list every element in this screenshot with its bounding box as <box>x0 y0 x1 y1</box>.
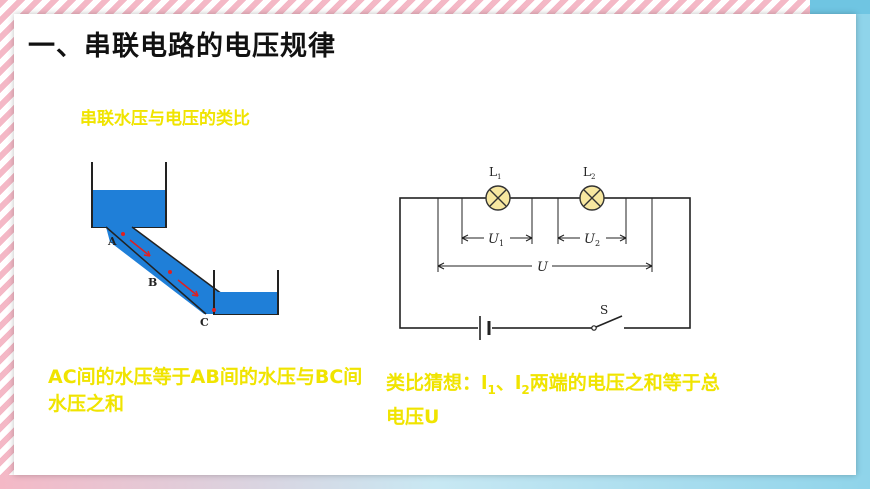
lamp-2-label: L <box>583 165 591 179</box>
label-c: C <box>200 316 209 329</box>
lamp-1-subscript: 1 <box>497 173 501 181</box>
lamp-1-label: L <box>489 165 497 179</box>
pipe-edge-lower <box>105 226 207 315</box>
lower-tank-water <box>215 292 277 314</box>
flow-arrow-1 <box>129 239 151 257</box>
water-analogy-caption: AC间的水压等于AB间的水压与BC间水压之和 <box>48 366 363 415</box>
label-b: B <box>148 276 157 289</box>
flow-arrow-1-head <box>143 250 151 257</box>
pipe-edge-upper <box>131 226 223 295</box>
point-b-dot <box>168 270 172 274</box>
point-a-dot <box>121 232 125 236</box>
flow-arrow-2 <box>177 279 199 297</box>
u1-arrowhead-right <box>525 234 533 242</box>
caption-prefix: 类比猜想：l <box>386 372 488 394</box>
left-stripe-decoration <box>0 0 14 489</box>
lamp-1-cross <box>489 189 507 207</box>
lamp-2-cross <box>583 189 601 207</box>
connecting-pipe <box>106 227 222 314</box>
u2-subscript: 2 <box>595 239 600 248</box>
caption-suffix: 两端的电压之和等于总电压U <box>386 372 720 428</box>
flow-arrow-2-head <box>191 290 199 297</box>
switch-pivot <box>591 325 597 331</box>
water-pressure-diagram: A B C <box>91 162 279 329</box>
u1-subscript: 1 <box>499 239 504 248</box>
caption-mid: 、l <box>495 372 522 394</box>
switch-label: S <box>600 303 608 317</box>
lamp-2-subscript: 2 <box>591 173 595 181</box>
upper-tank-water <box>93 190 165 227</box>
u-arrowhead-left <box>437 262 445 270</box>
switch-lever <box>595 315 623 328</box>
u-arrowhead-right <box>645 262 653 270</box>
corner-decoration <box>810 0 870 14</box>
circuit-loop <box>399 197 691 329</box>
right-band-decoration <box>856 0 870 489</box>
caption-sub-2: 2 <box>521 382 530 397</box>
bottom-band-decoration <box>0 475 870 489</box>
caption-sub-1: 1 <box>487 382 496 397</box>
u1-arrowhead-left <box>461 234 469 242</box>
series-circuit-diagram: U 1 U 2 U L 1 L 2 S <box>399 165 691 340</box>
slide-title: 一、串联电路的电压规律 <box>28 31 336 62</box>
point-c-dot <box>212 308 216 312</box>
label-a: A <box>107 235 117 248</box>
u2-arrowhead-left <box>557 234 565 242</box>
u2-label: U <box>584 232 596 247</box>
u-total-label: U <box>537 260 549 275</box>
top-stripe-decoration <box>0 0 870 14</box>
u2-arrowhead-right <box>619 234 627 242</box>
analogy-heading: 串联水压与电压的类比 <box>80 109 250 129</box>
u1-label: U <box>488 232 500 247</box>
circuit-hypothesis-caption: 类比猜想：l1、l2两端的电压之和等于总电压U <box>386 370 726 431</box>
